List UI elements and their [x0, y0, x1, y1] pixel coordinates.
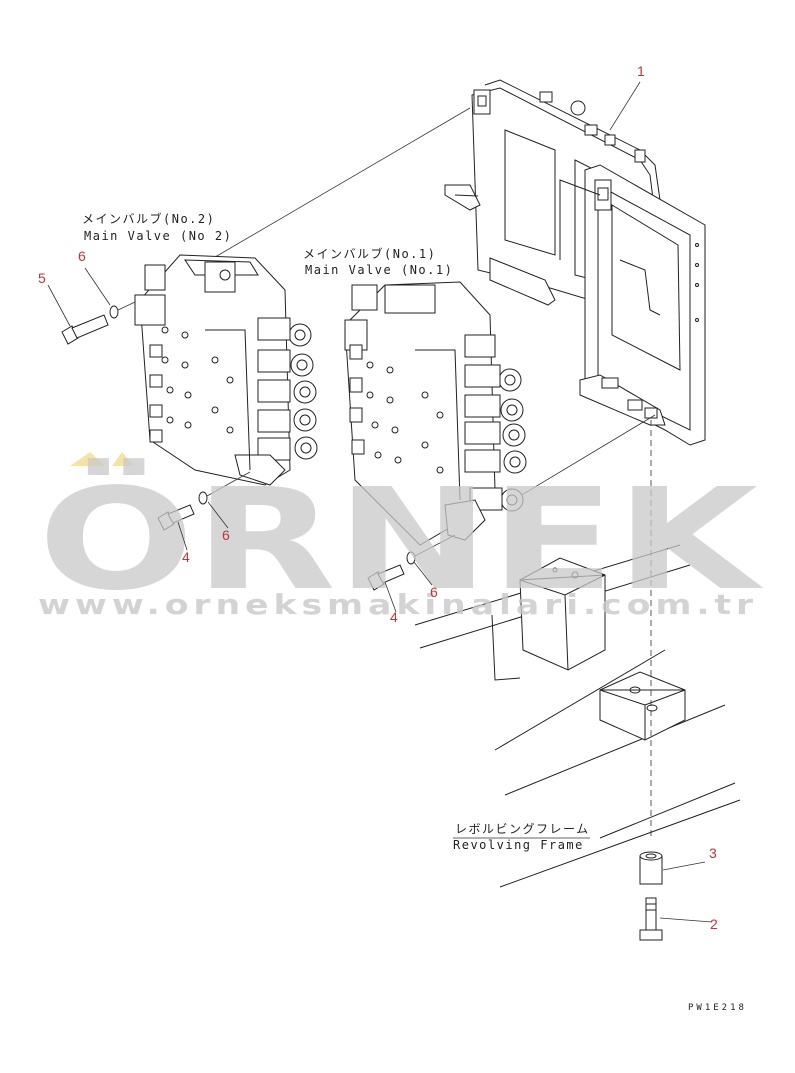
watermark: ÖRNEK www.orneksmakinalari.com.tr — [38, 452, 764, 622]
valve-2-spools — [257, 317, 318, 461]
washer-6-right — [406, 551, 416, 565]
label-main-valve-1-en: Main Valve (No.1) — [305, 263, 453, 277]
valve-mounting-bracket — [444, 79, 706, 446]
drawing-code: PW1E218 — [688, 1003, 747, 1013]
callout-5: 5 — [38, 270, 46, 286]
alignment-line-valve-2 — [209, 107, 471, 261]
label-main-valve-2-jp: メインバルブ(No.2) — [82, 211, 215, 226]
callout-4-right: 4 — [390, 609, 398, 625]
alignment-line-valve-1 — [504, 414, 656, 506]
watermark-accent-right — [112, 452, 134, 466]
callout-3: 3 — [709, 845, 717, 861]
valve-2-ports — [149, 326, 234, 443]
label-revolving-frame-en: Revolving Frame — [453, 838, 584, 852]
watermark-brand: ÖRNEK — [38, 457, 764, 622]
bolt-4-right — [367, 564, 405, 591]
main-valve-no1 — [344, 281, 527, 546]
callout-6-right: 6 — [430, 584, 438, 600]
callout-2: 2 — [710, 916, 718, 932]
valve-1-ports — [349, 344, 444, 474]
label-main-valve-2-en: Main Valve (No 2) — [84, 229, 232, 243]
callout-6-left: 6 — [222, 527, 230, 543]
spacer-3 — [639, 851, 663, 885]
callout-leaders — [47, 81, 713, 923]
washer-6-left — [198, 491, 208, 505]
valve-1-spools — [464, 334, 527, 512]
callout-4-left: 4 — [182, 549, 190, 565]
callout-1: 1 — [637, 63, 645, 79]
callout-6-top: 6 — [78, 248, 86, 264]
label-revolving-frame-jp: レボルビングフレーム — [455, 822, 590, 836]
label-main-valve-1-jp: メインバルブ(No.1) — [303, 246, 436, 261]
revolving-frame — [414, 544, 741, 888]
bolt-2 — [639, 897, 663, 941]
bolt-5 — [61, 314, 109, 345]
watermark-accent-left — [70, 452, 105, 466]
main-valve-no2 — [134, 254, 318, 486]
bolt-4-left — [157, 504, 195, 531]
watermark-url: www.orneksmakinalari.com.tr — [38, 588, 758, 621]
washer-6-top — [109, 305, 119, 319]
